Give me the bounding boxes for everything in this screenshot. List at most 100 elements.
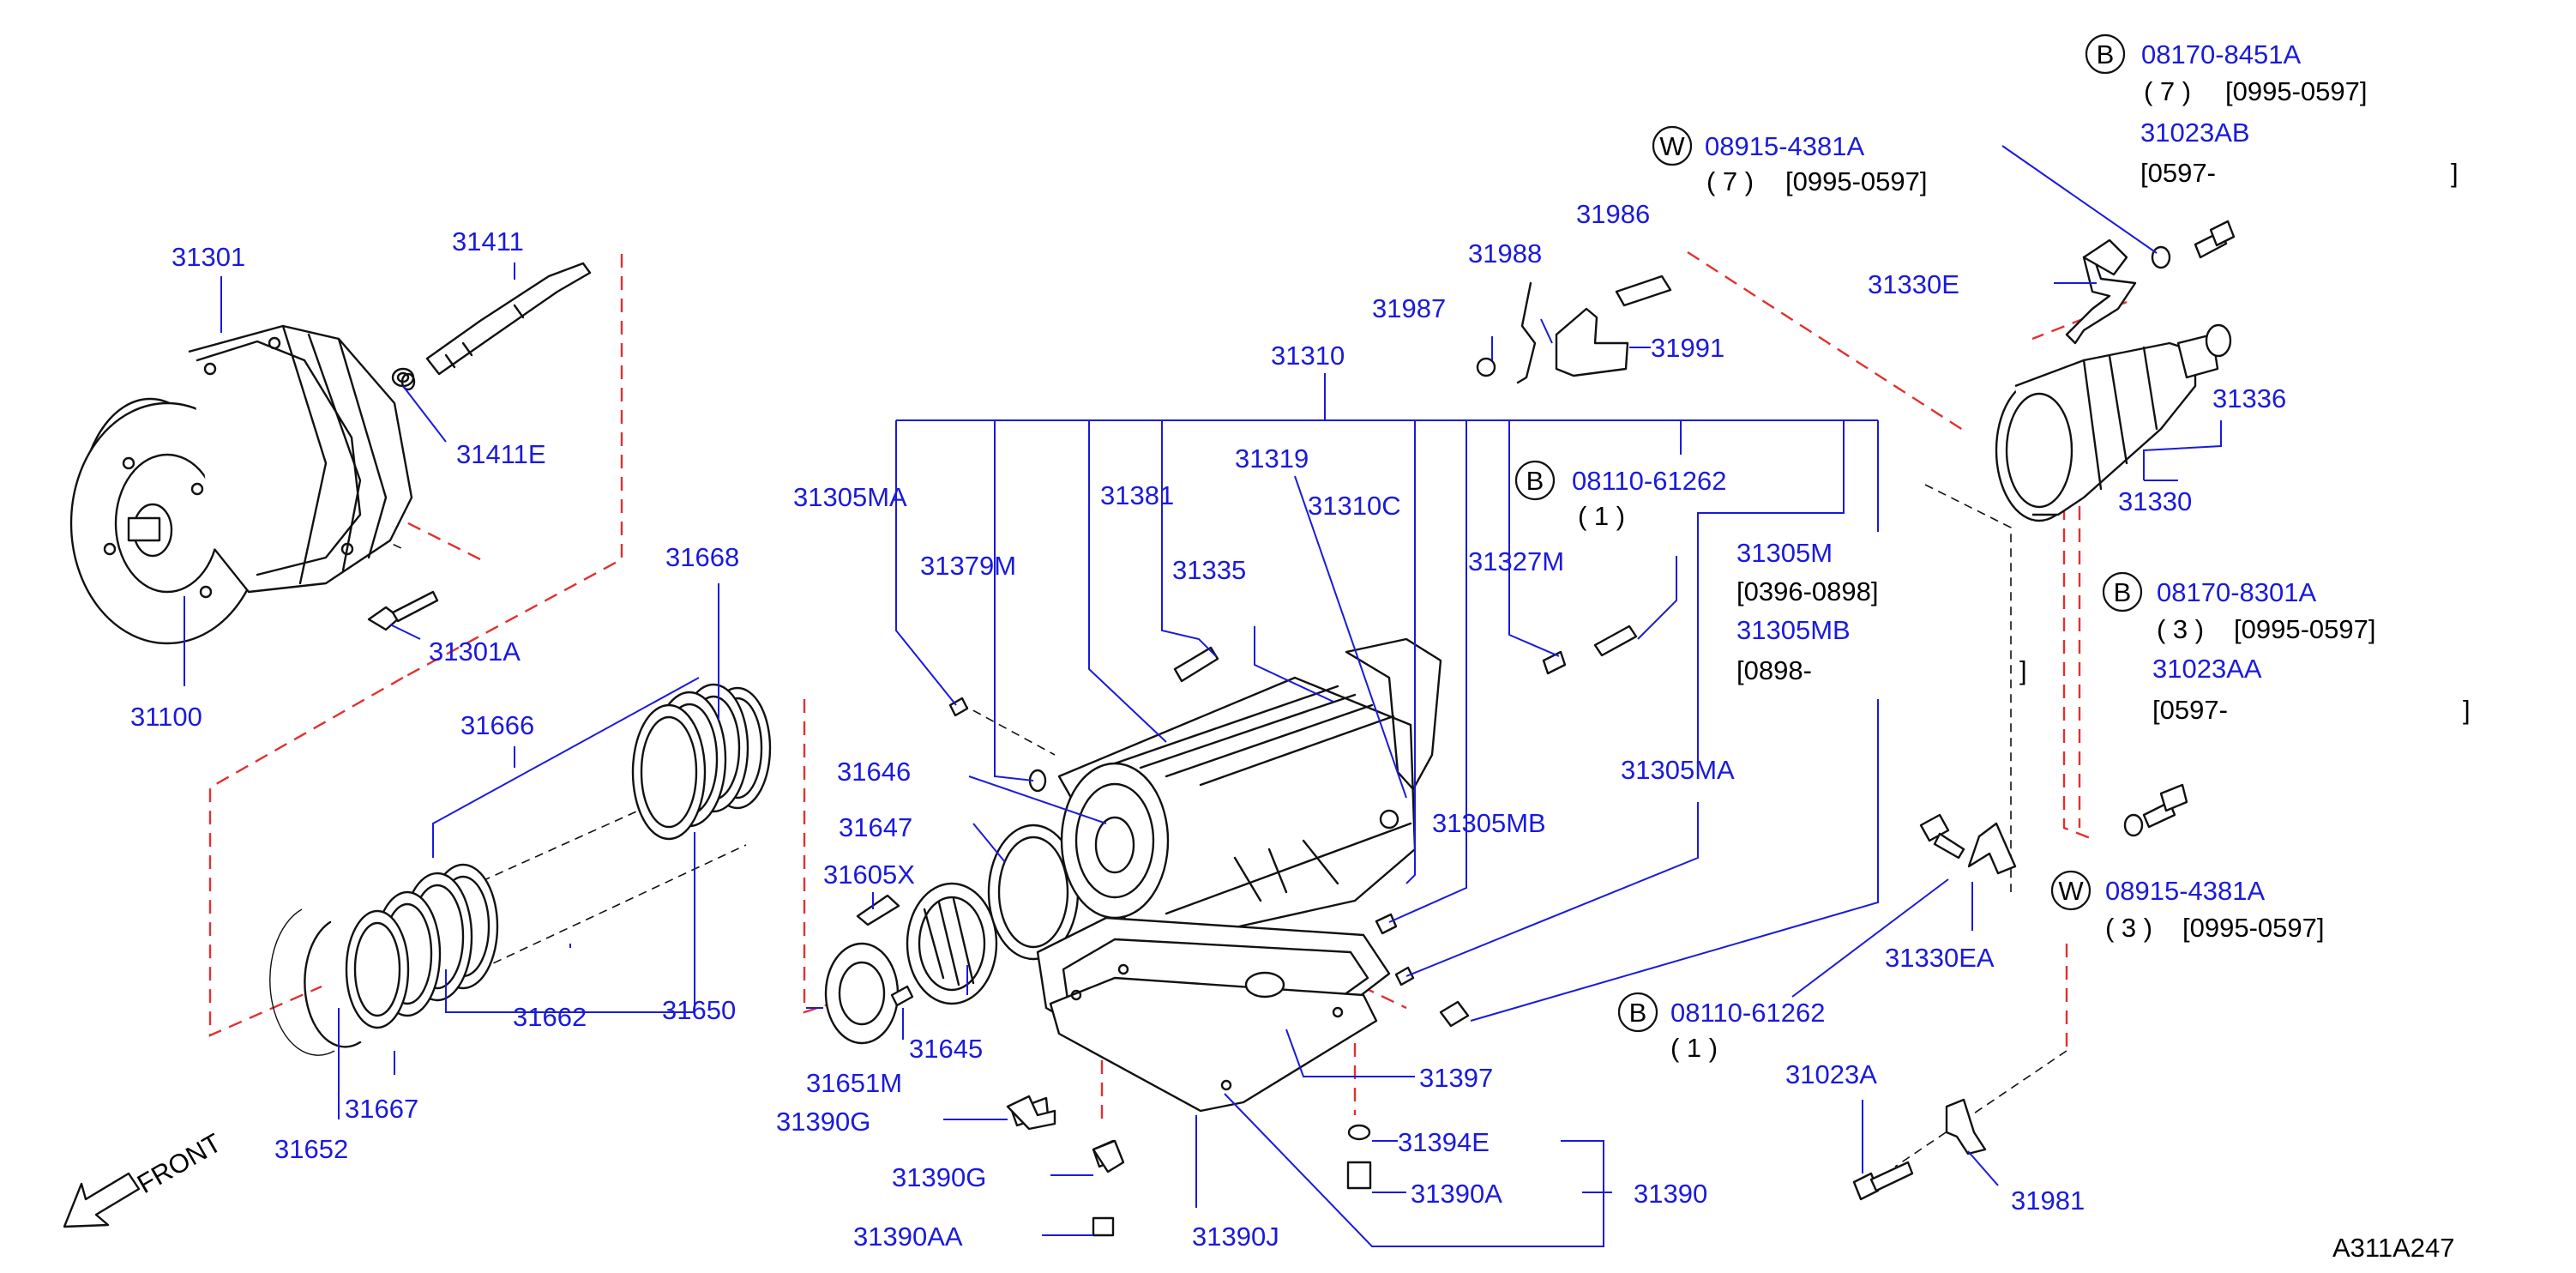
callout-part-number: 08110-61262 xyxy=(1572,466,1726,496)
label-31023AA: 31023AA xyxy=(2152,654,2262,684)
label-31666: 31666 xyxy=(460,710,534,740)
label-31668: 31668 xyxy=(665,542,739,572)
callout-quantity: ( 1 ) xyxy=(1578,501,1625,531)
label-31390G-1: 31390G xyxy=(776,1107,870,1137)
range-31023AB-end: ] xyxy=(2451,158,2459,188)
label-31988: 31988 xyxy=(1468,238,1542,268)
callout-quantity: ( 1 ) xyxy=(1670,1033,1718,1063)
label-31981: 31981 xyxy=(2011,1186,2085,1216)
oil-pan-31390 xyxy=(1036,916,1391,1113)
label-31310: 31310 xyxy=(1271,341,1345,371)
label-31390J: 31390J xyxy=(1192,1222,1279,1252)
label-31330: 31330 xyxy=(2118,486,2192,516)
range-31023AA-start: [0597- xyxy=(2152,695,2228,725)
label-31667: 31667 xyxy=(345,1094,418,1124)
label-31605X: 31605X xyxy=(823,860,915,890)
label-31305MB: 31305MB xyxy=(1736,615,1851,645)
label-31647: 31647 xyxy=(839,812,912,842)
label-31645: 31645 xyxy=(909,1034,983,1064)
label-31301A: 31301A xyxy=(429,636,521,667)
label-31379M: 31379M xyxy=(920,551,1016,581)
callout-part-number: 08915-4381A xyxy=(2105,876,2265,906)
callout-date-range: [0995-0597] xyxy=(2182,913,2324,943)
front-seal-and-bearing xyxy=(824,824,1080,1045)
callout-quantity: ( 3 ) xyxy=(2157,614,2204,644)
converter-housing-31301 xyxy=(188,324,413,594)
o-ring-31411E xyxy=(400,372,416,391)
callout-letter: W xyxy=(1659,131,1685,161)
callout-b-08170-8301A: B 08170-8301A ( 3 ) [0995-0597] xyxy=(2102,571,2375,644)
callout-letter: W xyxy=(2058,876,2084,906)
range-31023AA-end: ] xyxy=(2463,695,2471,725)
transmission-case-31310 xyxy=(1057,676,1417,962)
label-31100: 31100 xyxy=(130,702,202,732)
label-31411: 31411 xyxy=(452,226,524,256)
bolt-31023A xyxy=(1852,1161,1914,1201)
callout-date-range: [0995-0597] xyxy=(1785,166,1927,196)
leader-lines xyxy=(184,145,2222,1247)
label-31650: 31650 xyxy=(662,995,736,1025)
label-31336: 31336 xyxy=(2212,383,2286,413)
label-31987: 31987 xyxy=(1372,293,1446,323)
bolt-31301A xyxy=(367,590,439,631)
callout-letter: B xyxy=(2097,39,2115,69)
label-31390AA: 31390AA xyxy=(853,1222,963,1252)
bolt-31023AA xyxy=(2123,783,2188,837)
label-31651M: 31651M xyxy=(806,1068,902,1098)
label-31310C: 31310C xyxy=(1308,491,1401,521)
bracket-31330E-upper xyxy=(2082,238,2128,276)
callout-date-range: [0995-0597] xyxy=(2234,614,2375,644)
callout-part-number: 08170-8451A xyxy=(2141,39,2301,69)
callout-w-08915-4381A-bottom: W 08915-4381A ( 3 ) [0995-0597] xyxy=(2050,870,2324,943)
label-31662: 31662 xyxy=(513,1002,587,1032)
label-31390: 31390 xyxy=(1634,1179,1707,1209)
label-31319: 31319 xyxy=(1235,443,1309,474)
bolt-31023AB xyxy=(2151,220,2236,269)
label-31305MB-mid: 31305MB xyxy=(1432,808,1546,838)
label-31646: 31646 xyxy=(837,757,911,787)
label-31305MA-mid: 31305MA xyxy=(1621,755,1735,785)
case-gasket xyxy=(1345,637,1442,791)
label-31390A: 31390A xyxy=(1411,1179,1502,1209)
part-labels: 31301 31411 31411E 31301A 31100 31668 31… xyxy=(130,118,2471,1252)
callout-letter: B xyxy=(1526,466,1544,496)
callout-part-number: 08110-61262 xyxy=(1670,998,1825,1028)
callout-b-08110-61262-top: B 08110-61262 ( 1 ) xyxy=(1514,460,1726,531)
bolt-and-bracket-31330EA xyxy=(1919,813,2017,875)
callout-part-number: 08170-8301A xyxy=(2157,577,2316,607)
callout-quantity: ( 3 ) xyxy=(2105,913,2152,943)
callout-b-08170-8451A: B 08170-8451A ( 7 ) [0995-0597] xyxy=(2085,33,2367,106)
detent-parts xyxy=(1476,275,1672,384)
range-31305M: [0396-0898] xyxy=(1736,576,1878,606)
label-31397: 31397 xyxy=(1419,1063,1493,1093)
front-label: FRONT xyxy=(132,1127,226,1199)
label-31330E: 31330E xyxy=(1868,269,1959,299)
label-31986: 31986 xyxy=(1576,199,1650,229)
torque-converter-31100 xyxy=(69,397,265,645)
callout-b-08110-61262-bottom: B 08110-61262 ( 1 ) xyxy=(1617,992,1825,1063)
label-31390G-2: 31390G xyxy=(892,1162,986,1192)
input-shaft-31411 xyxy=(391,262,592,388)
callout-quantity: ( 7 ) xyxy=(1706,166,1754,196)
label-31023A: 31023A xyxy=(1785,1059,1877,1089)
label-31991: 31991 xyxy=(1651,333,1724,363)
label-31305M: 31305M xyxy=(1736,538,1833,568)
label-31652: 31652 xyxy=(274,1134,348,1164)
bracket-31390G-1 xyxy=(1006,1095,1056,1131)
label-31381: 31381 xyxy=(1100,480,1174,510)
callout-letter: B xyxy=(2114,577,2132,607)
label-31023AB: 31023AB xyxy=(2140,118,2250,148)
extension-housing-31330 xyxy=(1995,323,2232,522)
range-31023AB-start: [0597- xyxy=(2140,158,2216,188)
callout-part-number: 08915-4381A xyxy=(1705,131,1864,161)
bracket-31981 xyxy=(1945,1098,1987,1155)
bracket-31330E xyxy=(2065,251,2137,345)
clutch-pack xyxy=(269,683,772,1056)
callout-w-08915-4381A-top: W 08915-4381A ( 7 ) [0995-0597] xyxy=(1652,125,1927,196)
label-31411E: 31411E xyxy=(456,439,546,469)
label-31330EA: 31330EA xyxy=(1885,943,1995,973)
label-31327M: 31327M xyxy=(1468,546,1564,576)
label-31301: 31301 xyxy=(172,242,245,272)
diagram-id: A311A247 xyxy=(2332,1233,2455,1263)
